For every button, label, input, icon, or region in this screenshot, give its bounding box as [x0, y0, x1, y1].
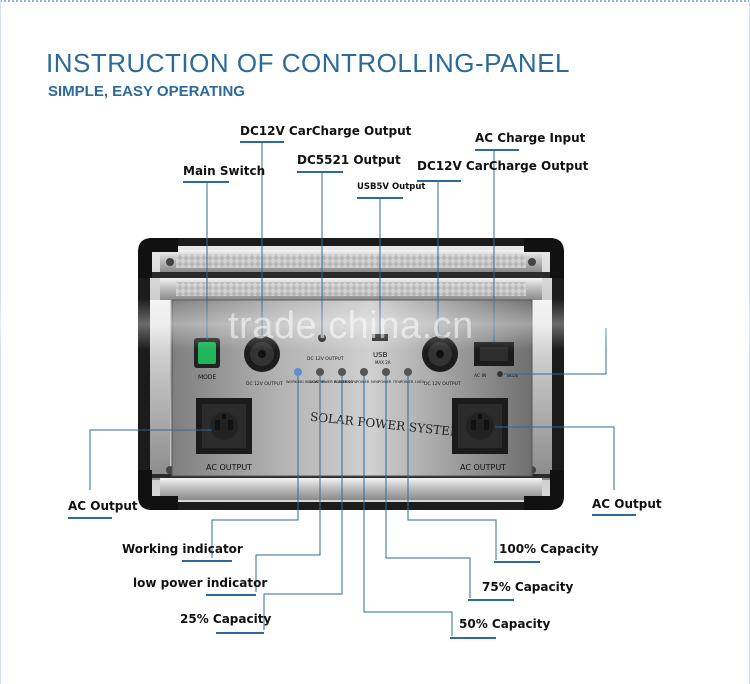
- dc12v-socket-left[interactable]: [244, 336, 280, 372]
- leader-lines: [89, 142, 615, 636]
- label-ac-charge-input: AC Charge Input: [475, 131, 586, 145]
- led-25: [338, 368, 346, 376]
- led-100: [404, 368, 412, 376]
- usb-max-label: MAX 2A: [375, 360, 391, 365]
- underline-usb5v: [357, 197, 403, 199]
- label-dc5521-output: DC5521 Output: [297, 153, 401, 167]
- main-switch[interactable]: [194, 338, 220, 368]
- label-capacity-75: 75% Capacity: [482, 580, 574, 594]
- usb-port[interactable]: [372, 334, 388, 341]
- ac-in-small-label: AC IN: [474, 373, 486, 379]
- underline-dc5521: [297, 171, 343, 173]
- led-low-power: [316, 368, 324, 376]
- indicator-labels: WORKING INDICATOR LOW POWER ALARMING POW…: [286, 380, 425, 384]
- led-working: [294, 368, 302, 376]
- page-title: INSTRUCTION OF CONTROLLING-PANEL: [46, 48, 571, 78]
- underline-low-power: [206, 594, 256, 596]
- watermark-band: [0, 298, 750, 350]
- label-capacity-50: 50% Capacity: [459, 617, 551, 631]
- label-ac-output-left: AC Output: [68, 499, 138, 513]
- led-75: [382, 368, 390, 376]
- label-dc12v-car-charge-output-1: DC12V CarCharge Output: [240, 124, 412, 138]
- label-capacity-100: 100% Capacity: [499, 542, 599, 556]
- label-capacity-25: 25% Capacity: [180, 612, 272, 626]
- ac-output-left-label: AC OUTPUT: [206, 463, 252, 472]
- underline-100: [494, 561, 540, 563]
- dc12v-socket-right[interactable]: [422, 336, 458, 372]
- underline-dc12v-2: [417, 180, 461, 182]
- underline-working: [182, 560, 232, 562]
- underline-dc12v-1: [240, 141, 284, 143]
- underline-ac-output-left: [68, 517, 112, 519]
- indicator-label-0: WORKING INDICATOR: [286, 380, 325, 384]
- left-border: [0, 0, 1, 684]
- ac-output-right-label: AC OUTPUT: [460, 463, 506, 472]
- led-50: [360, 368, 368, 376]
- label-usb5v-output: USB5V Output: [357, 182, 426, 192]
- underline-ac-charge: [475, 149, 519, 151]
- label-main-switch: Main Switch: [183, 164, 266, 178]
- dc12v-label-right: DC 12V OUTPUT: [424, 381, 461, 387]
- label-low-power-indicator: low power indicator: [133, 576, 268, 590]
- indicator-label-3: POWER 50%: [356, 380, 379, 384]
- ac-outlet-left[interactable]: [196, 398, 252, 454]
- mode-label: MODE: [198, 374, 217, 381]
- label-working-indicator: Working indicator: [122, 542, 243, 556]
- underline-75: [468, 599, 514, 601]
- indicator-leds: [294, 368, 412, 376]
- underline-25: [216, 632, 264, 634]
- label-dc12v-car-charge-output-2: DC12V CarCharge Output: [417, 159, 589, 173]
- dc12v-label-left: DC 12V OUTPUT: [246, 381, 283, 387]
- underline-ac-output-right: [592, 514, 636, 516]
- underline-50: [450, 637, 496, 639]
- page-subtitle: SIMPLE, EASY OPERATING: [48, 83, 245, 100]
- label-ac-output-right: AC Output: [592, 497, 662, 511]
- dc5521-port[interactable]: [318, 334, 326, 342]
- fuse-holder: [497, 371, 503, 377]
- ac-charge-input-socket[interactable]: [474, 342, 514, 366]
- watermark: trade.china.cn: [228, 305, 474, 347]
- ac-outlet-right[interactable]: [452, 398, 508, 454]
- indicator-label-4: POWER 75%: [378, 380, 401, 384]
- dc12v-output-top-label: DC 12V OUTPUT: [307, 356, 344, 362]
- indicator-label-1: LOW POWER ALARMING: [310, 380, 353, 384]
- top-dotted-border: [0, 0, 750, 2]
- underline-main-switch: [183, 181, 229, 183]
- fuse-label: BLUE: [507, 373, 519, 379]
- indicator-label-5: POWER 100%: [400, 380, 425, 384]
- indicator-label-2: POWER 25%: [334, 380, 357, 384]
- usb-label: USB: [373, 351, 388, 359]
